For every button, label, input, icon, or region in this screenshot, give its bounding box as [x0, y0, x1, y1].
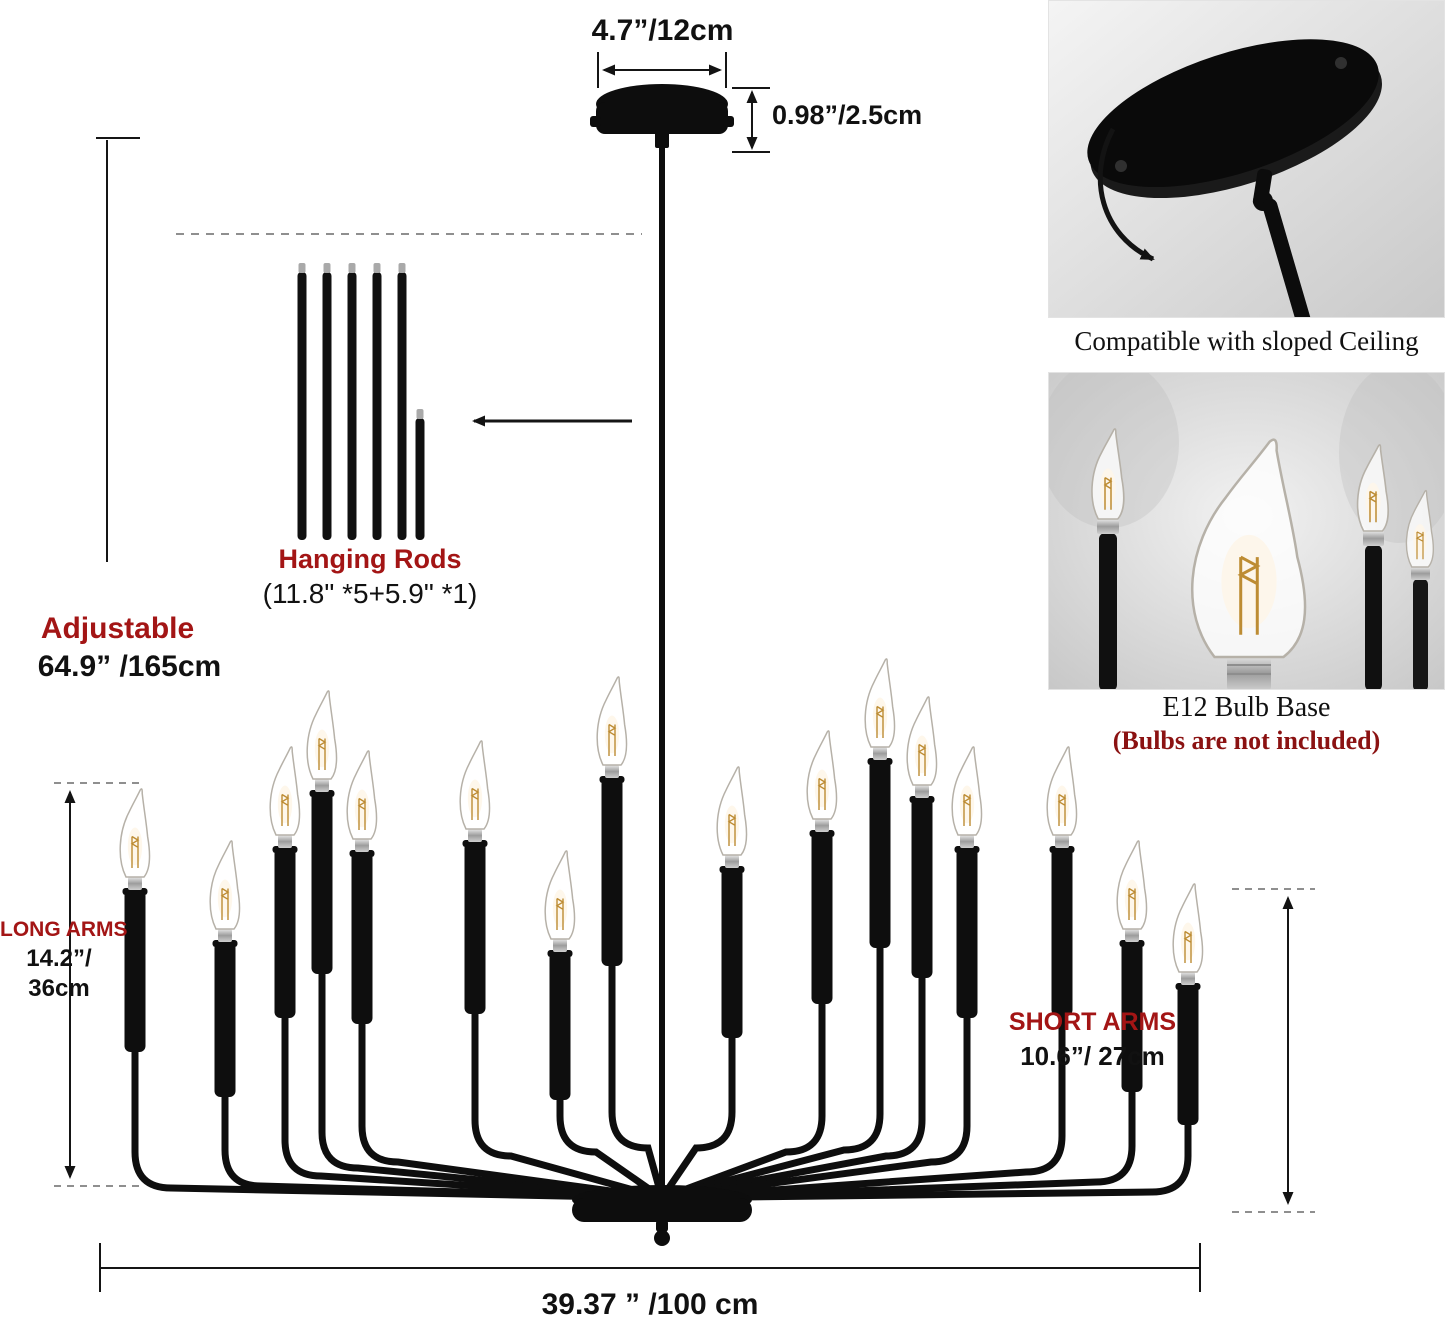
- short-arms-label: SHORT ARMS: [1008, 1008, 1177, 1036]
- hanging-rods-title: Hanging Rods: [278, 544, 462, 574]
- long-arms-label: LONG ARMS: [0, 918, 128, 941]
- swivel-arrow-icon: [1097, 127, 1155, 262]
- canopy-height-dimension-line: [732, 87, 770, 153]
- down-rod: [659, 146, 665, 1200]
- long-arms-value-line2: 36cm: [28, 975, 90, 1002]
- bulb-inset-photo: [1048, 372, 1445, 690]
- total-width-label: 39.37 ” /100 cm: [541, 1288, 759, 1321]
- short-arms-dimension-line: [1232, 888, 1315, 1213]
- adjustable-label: Adjustable: [40, 612, 195, 645]
- sloped-canopy: [1087, 39, 1382, 199]
- hanging-rods-group: [297, 263, 425, 540]
- adjustable-value: 64.9” /165cm: [37, 650, 222, 683]
- short-arms-value: 10.6”/ 27cm: [1020, 1041, 1165, 1071]
- hanging-rods-detail: (11.8" *5+5.9" *1): [262, 578, 478, 609]
- bulbs-not-included-note: (Bulbs are not included): [1112, 726, 1381, 755]
- dimension-lines: [54, 52, 1315, 1292]
- candle-arms: [131, 944, 1192, 1202]
- total-width-dimension-line: [99, 1243, 1201, 1292]
- adjustable-height-dimension-line: [96, 137, 140, 562]
- canopy-height-label: 0.98”/2.5cm: [772, 100, 923, 130]
- chandelier-hub: [572, 1185, 752, 1246]
- bulb-base-caption: E12 Bulb Base: [1162, 692, 1331, 723]
- long-arms-value-line1: 14.2”/: [26, 945, 92, 972]
- canopy-width-dimension-line: [597, 52, 727, 88]
- ceiling-canopy: [590, 84, 734, 148]
- canopy-width-label: 4.7”/12cm: [591, 14, 734, 47]
- candles: [119, 658, 1204, 1125]
- long-arms-dimension-line: [54, 782, 142, 1187]
- sloped-ceiling-caption: Compatible with sloped Ceiling: [1074, 326, 1419, 356]
- sloped-ceiling-inset-photo: [1048, 0, 1445, 318]
